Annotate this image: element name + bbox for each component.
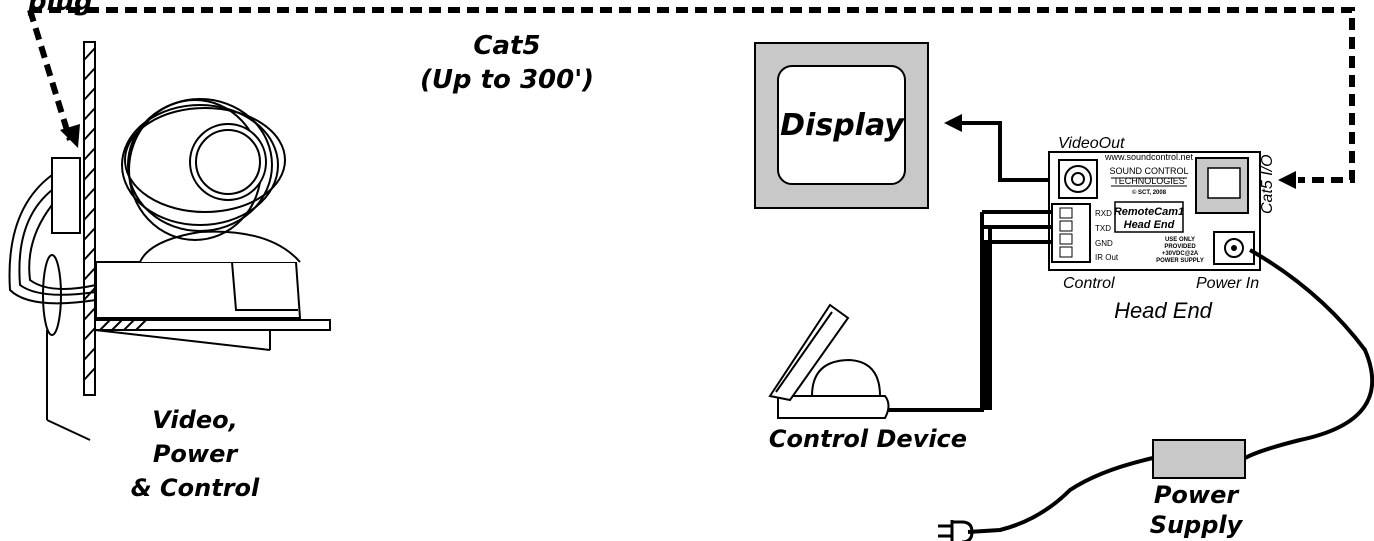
power-in-label: Power In <box>1196 275 1259 292</box>
video-cable <box>944 114 1077 182</box>
power-cable <box>967 248 1374 534</box>
bundle-label-line3: & Control <box>131 474 260 502</box>
plug-icon <box>938 520 974 541</box>
cat5-cable <box>27 7 1355 189</box>
display-monitor <box>754 42 929 209</box>
control-device <box>768 303 890 419</box>
video-out-label: VideoOut <box>1058 135 1125 152</box>
control-device-label: Control Device <box>769 425 967 453</box>
device-url: www.soundcontrol.net <box>1104 152 1194 162</box>
pin-label-txd: TXD <box>1095 224 1111 233</box>
device-model-line2: Head End <box>1124 219 1175 231</box>
control-port-label: Control <box>1063 275 1115 292</box>
power-supply-label-line1: Power <box>1154 481 1241 509</box>
top-partial-label: plug <box>27 0 93 17</box>
head-end-device: www.soundcontrol.net SOUND CONTROL TECHN… <box>1048 151 1261 271</box>
power-supply-label-line2: Supply <box>1150 511 1244 539</box>
cat5-range-label: (Up to 300') <box>420 65 594 95</box>
device-brand-line2: TECHNOLOGIES <box>1113 176 1185 186</box>
bundle-label-line1: Video, <box>152 406 237 434</box>
pin-label-gnd: GND <box>1095 239 1113 248</box>
cat5-io-label: Cat5 I/O <box>1259 154 1276 214</box>
bundle-label-line2: Power <box>153 440 240 468</box>
power-supply <box>1152 439 1246 479</box>
device-model-line1: RemoteCam1 <box>1114 206 1184 218</box>
power-note-line2: PROVIDED <box>1164 244 1196 250</box>
display-label: Display <box>780 108 905 143</box>
power-note-line4: POWER SUPPLY <box>1156 258 1204 264</box>
pin-label-ir-out: IR Out <box>1095 253 1119 262</box>
head-end-label: Head End <box>1114 298 1213 323</box>
device-copyright: © SCT, 2008 <box>1132 189 1167 196</box>
control-cable <box>888 210 1052 412</box>
power-note-line1: USE ONLY <box>1165 237 1195 243</box>
power-note-line3: +30VDC@2A <box>1162 251 1199 257</box>
pin-label-rxd: RXD <box>1095 209 1112 218</box>
ptz-camera <box>8 41 331 441</box>
cat5-label: Cat5 <box>473 31 540 61</box>
device-brand-line1: SOUND CONTROL <box>1109 166 1188 176</box>
